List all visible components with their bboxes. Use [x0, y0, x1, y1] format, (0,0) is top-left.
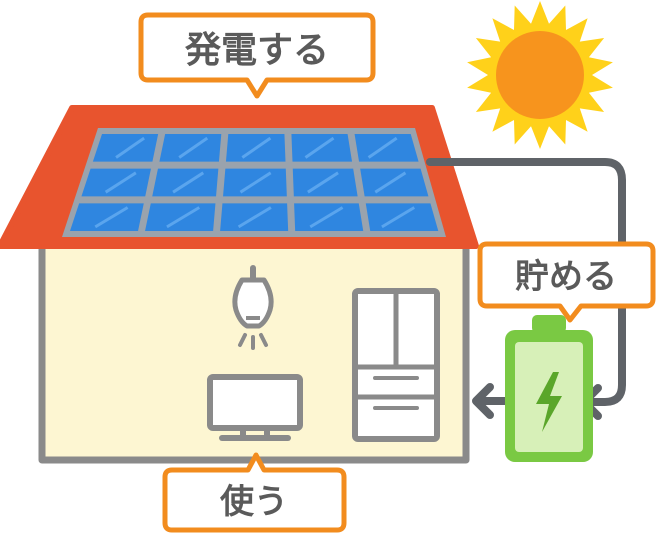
- arrow-left-icon: [472, 383, 514, 419]
- label-use: 使う: [219, 482, 288, 522]
- solar-cell-glare: [172, 171, 205, 194]
- solar-cell: [69, 203, 144, 231]
- light-bulb-icon: [232, 265, 274, 350]
- solar-cell-glare: [94, 206, 129, 229]
- refrigerator-icon: [352, 288, 440, 442]
- solar-cell-glare: [239, 171, 272, 194]
- callout-store: 貯める: [477, 241, 656, 323]
- callout-use: 使う: [162, 452, 347, 533]
- label-generate: 発電する: [185, 30, 329, 71]
- solar-cell: [159, 134, 222, 162]
- callout-generate: 発電する: [138, 12, 376, 99]
- solar-cell: [92, 134, 159, 162]
- solar-cell-glare: [178, 136, 209, 159]
- solar-cell-glare: [304, 136, 335, 159]
- solar-cell-glare: [115, 136, 145, 159]
- lightning-bolt-icon: [536, 372, 562, 432]
- battery-icon: [505, 315, 593, 462]
- solar-cell-glare: [367, 136, 398, 159]
- tv-icon: [207, 374, 303, 441]
- solar-cell: [360, 168, 429, 197]
- solar-cell-glare: [374, 171, 407, 194]
- solar-cell: [365, 203, 439, 231]
- solar-cell-glare: [309, 206, 344, 229]
- solar-cell-glare: [166, 206, 201, 229]
- solar-cells: [69, 134, 439, 231]
- sun-icon: [467, 1, 613, 149]
- solar-cell-glare: [307, 171, 339, 194]
- solar-cell: [152, 168, 219, 197]
- solar-cell: [354, 134, 419, 162]
- solar-cell-glare: [104, 171, 137, 194]
- solar-panel-icon: [62, 128, 446, 237]
- solar-cell-glare: [237, 206, 272, 229]
- solar-cell-glare: [241, 136, 272, 159]
- solar-cell-glare: [381, 206, 416, 229]
- label-store: 貯める: [515, 257, 617, 297]
- solar-cell: [81, 168, 151, 197]
